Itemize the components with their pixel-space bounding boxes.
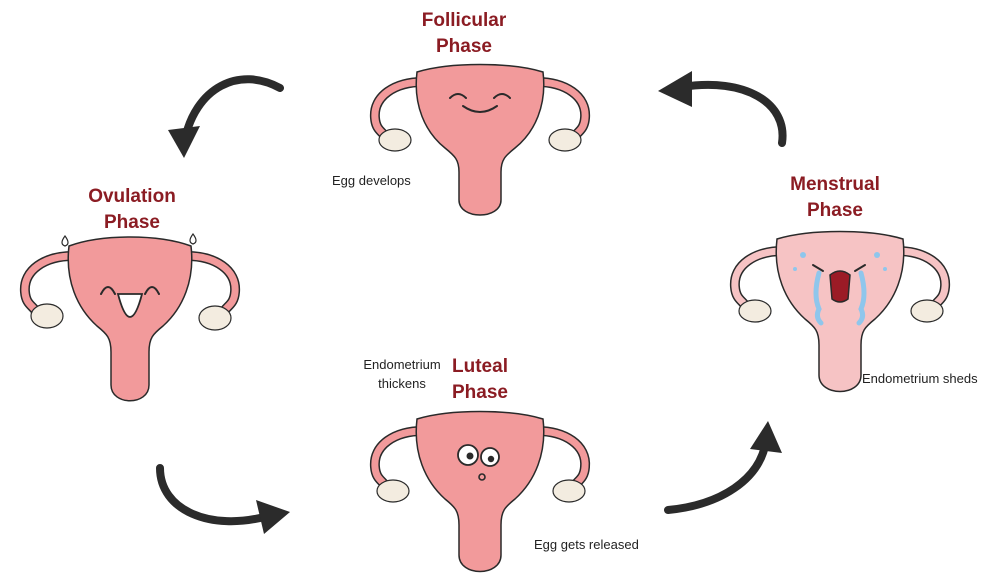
left-ovary bbox=[739, 300, 771, 322]
left-ovary bbox=[31, 304, 63, 328]
curved-arrow-icon bbox=[160, 468, 268, 521]
follicular-phase-title: Follicular Phase bbox=[404, 8, 524, 60]
luteal-uterus-illustration bbox=[355, 405, 605, 579]
follicular-uterus-illustration bbox=[355, 60, 605, 230]
uterus-body bbox=[416, 412, 544, 572]
right-ovary bbox=[549, 129, 581, 151]
ovulation-uterus-illustration bbox=[5, 220, 255, 415]
curved-arrow-icon bbox=[682, 85, 783, 143]
arrow-menstrual-to-follicular bbox=[650, 55, 795, 155]
ovulation-caption-line2: thickens bbox=[352, 374, 452, 393]
tear-drop-icon bbox=[800, 252, 806, 258]
curved-arrow-icon bbox=[668, 441, 766, 510]
uterus-body bbox=[776, 232, 904, 392]
crying-mouth bbox=[830, 271, 850, 302]
arrow-follicular-to-ovulation bbox=[160, 68, 290, 163]
menstrual-uterus-illustration bbox=[715, 225, 965, 399]
uterus-body bbox=[416, 65, 544, 216]
left-ovary bbox=[377, 480, 409, 502]
arrow-luteal-to-menstrual bbox=[660, 415, 785, 520]
sweat-drop-right-icon bbox=[190, 234, 196, 244]
right-ovary bbox=[553, 480, 585, 502]
curved-arrow-icon bbox=[184, 79, 280, 143]
sweat-drop-left-icon bbox=[62, 236, 68, 246]
menstrual-title-line1: Menstrual bbox=[770, 172, 900, 198]
follicular-title-line1: Follicular bbox=[404, 8, 524, 34]
ovulation-title-line1: Ovulation bbox=[64, 184, 200, 210]
menstrual-title-line2: Phase bbox=[770, 198, 900, 224]
right-ovary bbox=[199, 306, 231, 330]
arrow-ovulation-to-luteal bbox=[150, 460, 300, 550]
ovulation-caption-line1: Endometrium bbox=[352, 355, 452, 374]
menstrual-phase-title: Menstrual Phase bbox=[770, 172, 900, 224]
follicular-title-line2: Phase bbox=[404, 34, 524, 60]
left-ovary bbox=[379, 129, 411, 151]
right-ovary bbox=[911, 300, 943, 322]
uterus-body bbox=[68, 237, 192, 401]
ovulation-caption: Endometrium thickens bbox=[352, 355, 452, 393]
